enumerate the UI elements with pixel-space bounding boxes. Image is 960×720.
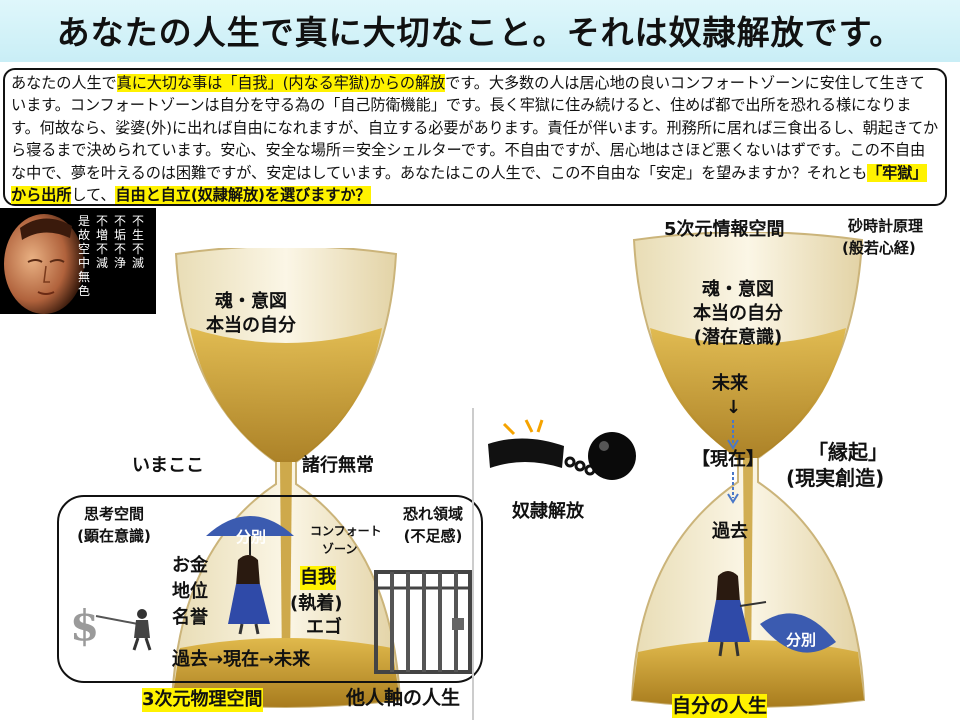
thought-space-label: 思考空間 <box>83 505 144 523</box>
five-dim-space-label: 5次元情報空間 <box>664 219 785 240</box>
intro-part-2: です。大多数の人は居心地の良いコンフォートゾーンに安住して生きています。コンフォ… <box>11 74 939 182</box>
subconscious-label: (潜在意識) <box>693 327 783 348</box>
shogyo-mujo-label: 諸行無常 <box>302 455 374 476</box>
comfort-label-2: ゾーン <box>322 542 358 556</box>
own-life-label: 自分の人生 <box>672 694 768 718</box>
broken-shackle-icon <box>488 419 636 480</box>
sutra-line-4: 是故空中無色 <box>78 214 91 298</box>
engi-label: 「縁起」 <box>808 440 888 464</box>
present-label: 【現在】 <box>692 449 764 470</box>
intro-part-1: あなたの人生で <box>11 74 117 92</box>
intro-part-3: して、 <box>71 186 116 205</box>
slave-liberation-label: 奴隷解放 <box>512 501 584 522</box>
timeline-label: 過去→現在→未来 <box>172 649 311 670</box>
heart-sutra-label: (般若心経) <box>842 239 916 257</box>
physical-space-label: 3次元物理空間 <box>142 688 263 712</box>
future-label: 未来 <box>712 373 748 394</box>
sutra-line-2: 不垢不浄 <box>114 214 127 270</box>
right-hourglass-icon <box>630 232 866 708</box>
fear-area-label: 恐れ領域 <box>402 505 463 523</box>
page-title: あなたの人生で真に大切なこと。それは奴隷解放です。 <box>56 13 904 52</box>
time-flow-arrow-icon <box>727 420 739 504</box>
money-label: お金 <box>172 555 208 576</box>
buddha-image: 不生不滅 不垢不浄 不増不減 是故空中無色 <box>0 208 156 314</box>
conscious-label: (顕在意識) <box>77 527 151 545</box>
comfort-label-1: コンフォート <box>310 524 382 538</box>
dollar-pull-icon: $ <box>70 601 152 651</box>
past-label: 過去 <box>712 521 748 542</box>
left-hourglass-icon <box>170 248 402 708</box>
intro-text: あなたの人生で真に大切な事は「自我」(内なる牢獄)からの解放です。大多数の人は居… <box>11 72 939 206</box>
arrow-down-icon: ↓ <box>726 397 742 418</box>
imakoko-label: いまここ <box>132 455 204 476</box>
left-umbrella-label: 分別 <box>236 528 267 546</box>
right-umbrella-label: 分別 <box>786 631 817 649</box>
girl-letting-go-icon <box>708 571 836 657</box>
other-centered-life-label: 他人軸の人生 <box>346 687 461 709</box>
intro-highlight-3: 自由と自立(奴隷解放)を選びますか？ <box>115 186 371 205</box>
intro-highlight-1: 真に大切な事は「自我」(内なる牢獄)からの解放 <box>116 74 446 92</box>
attachment-label: (執着) <box>290 593 343 614</box>
title-banner <box>0 0 960 62</box>
lack-label: (不足感) <box>403 527 463 545</box>
left-true-self-label: 本当の自分 <box>206 315 296 336</box>
sutra-line-1: 不生不滅 <box>132 214 145 270</box>
honor-label: 名誉 <box>172 607 208 628</box>
sutra-line-3: 不増不減 <box>96 214 109 270</box>
svg-text:$: $ <box>70 601 99 650</box>
intro-text-box: あなたの人生で真に大切な事は「自我」(内なる牢獄)からの解放です。大多数の人は居… <box>3 68 947 206</box>
hourglass-principle-label: 砂時計原理 <box>848 217 924 235</box>
reality-creation-label: (現実創造) <box>786 466 885 490</box>
section-divider <box>472 408 474 720</box>
left-soul-label: 魂・意図 <box>215 291 287 312</box>
buddha-face-icon <box>4 214 84 314</box>
right-true-self-label: 本当の自分 <box>693 303 783 324</box>
thought-space-frame <box>57 495 483 683</box>
prison-bars-icon <box>374 570 472 674</box>
right-soul-label: 魂・意図 <box>702 279 774 300</box>
ego-label: 自我 <box>300 566 336 590</box>
girl-with-umbrella-icon <box>206 516 294 635</box>
status-label: 地位 <box>172 581 208 602</box>
ego-kana-label: エゴ <box>306 617 342 638</box>
